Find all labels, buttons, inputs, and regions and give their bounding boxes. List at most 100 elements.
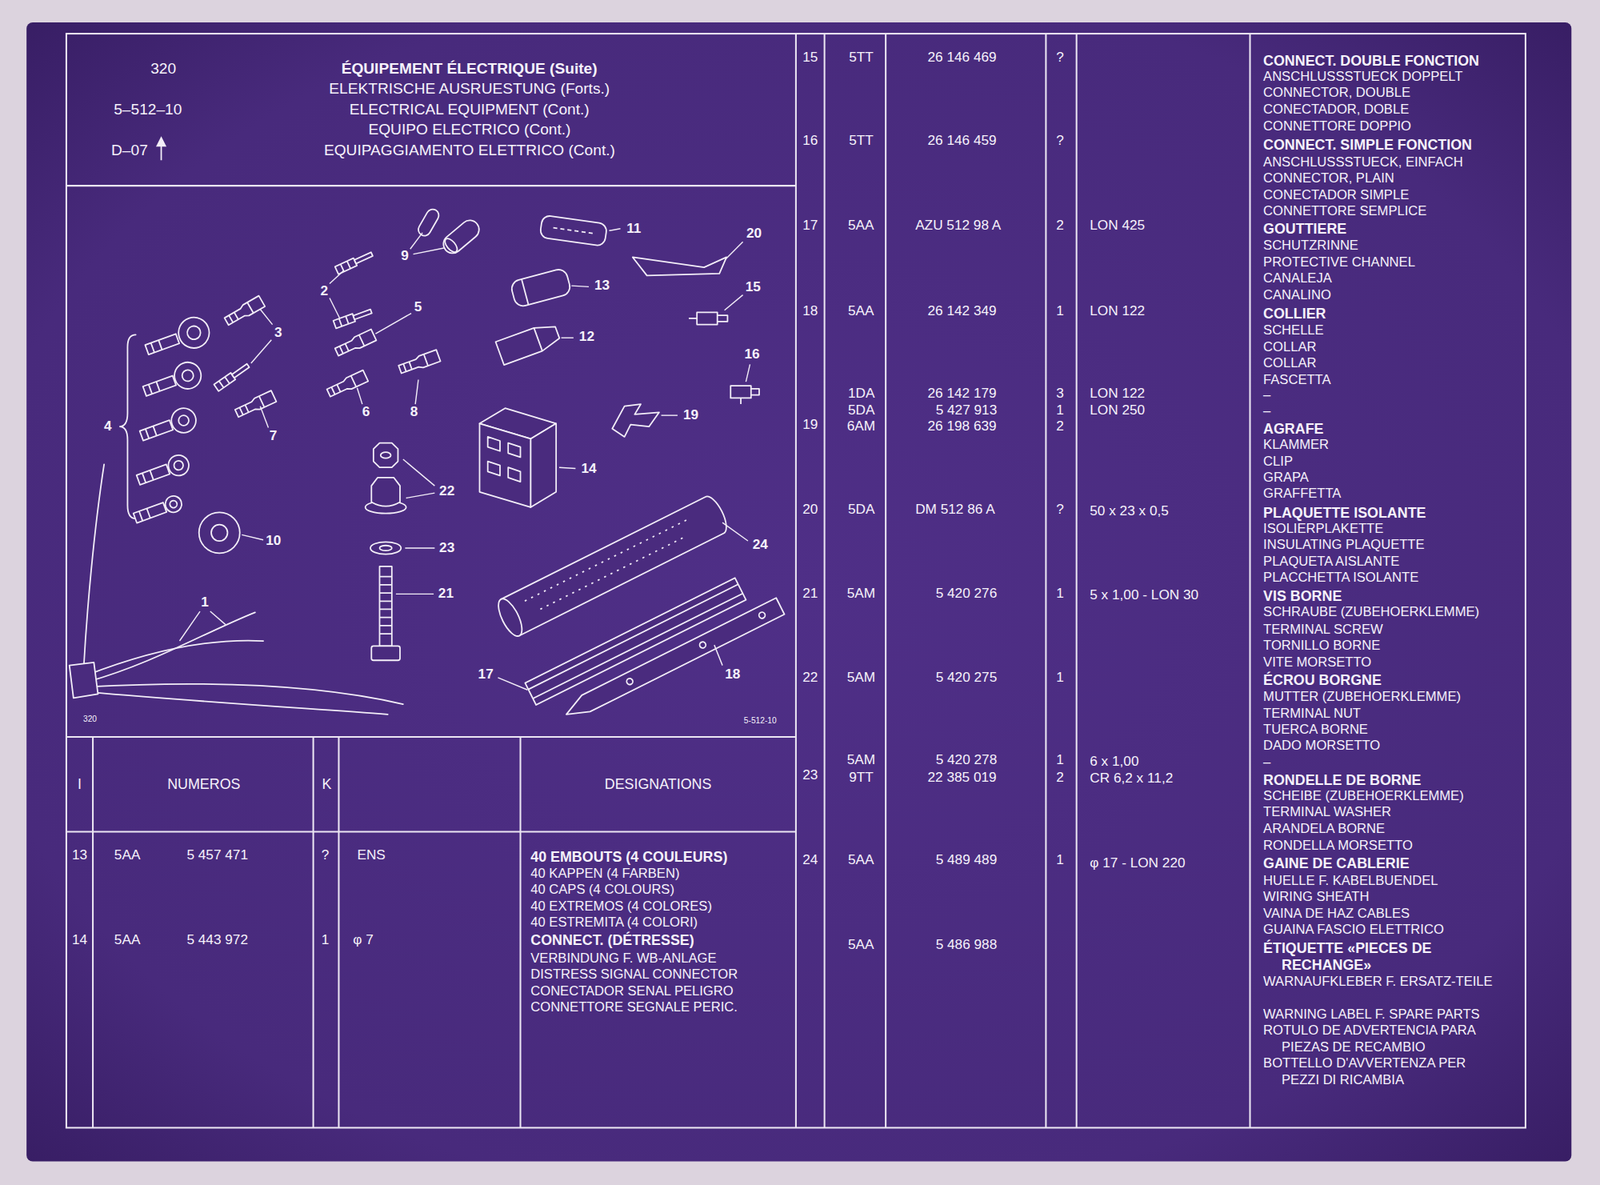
designation-heading: GAINE DE CABLERIE	[1263, 855, 1410, 872]
table-cell: 1	[1056, 669, 1064, 686]
part-drawing	[174, 312, 214, 352]
table-cell: 6AM	[847, 418, 876, 435]
designation-text: INSULATING PLAQUETTE	[1263, 536, 1424, 553]
designation-text: WARNING LABEL F. SPARE PARTS	[1263, 1006, 1480, 1023]
designation-text: CONNETTORE DOPPIO	[1263, 118, 1412, 135]
table-cell: 26 142 179	[927, 385, 996, 402]
part-drawing	[172, 459, 185, 472]
part-drawing	[688, 312, 728, 324]
page-title: ÉQUIPEMENT ÉLECTRIQUE (Suite)	[341, 59, 598, 78]
table-cell: 2	[1056, 418, 1064, 435]
table-cell: 5AA	[848, 852, 875, 868]
designation-text: MUTTER (ZUBEHOERKLEMME)	[1263, 688, 1461, 705]
part-drawing	[553, 228, 595, 234]
designation-text: GRAFFETTA	[1263, 485, 1341, 502]
part-drawing	[632, 256, 727, 276]
table-rule	[884, 33, 887, 1128]
leader-line	[260, 406, 268, 428]
callout-number: 3	[274, 324, 283, 341]
callout-number: 12	[579, 328, 595, 345]
designation-text: TERMINAL NUT	[1263, 704, 1361, 721]
table-cell: 18	[802, 303, 818, 320]
callout-number: 23	[439, 540, 455, 556]
part-drawing	[371, 477, 400, 507]
leader-line	[497, 677, 528, 690]
designation-heading: CONNECT. DOUBLE FONCTION	[1263, 52, 1480, 68]
table-cell: ?	[1056, 132, 1064, 149]
plate-reference: 5-512-10	[744, 716, 777, 727]
leader-line	[745, 364, 750, 382]
header-text: EQUIPAGGIAMENTO ELETTRICO (Cont.)	[324, 140, 616, 160]
table-cell: 22 385 019	[927, 769, 996, 786]
table-cell: 5 427 913	[936, 402, 998, 419]
part-drawing	[496, 320, 562, 365]
header-text: ELECTRICAL EQUIPMENT (Cont.)	[349, 100, 590, 119]
table-rule	[337, 736, 340, 1128]
table-cell: 5 420 275	[936, 669, 998, 686]
part-drawing	[370, 541, 401, 554]
leader-line	[608, 228, 620, 232]
leader-line	[179, 611, 200, 641]
direction-arrow	[156, 137, 165, 146]
table-rule	[1044, 33, 1047, 1128]
part-drawing	[509, 267, 572, 308]
part-drawing	[142, 470, 154, 483]
callout-number: 14	[580, 460, 596, 476]
part-drawing	[730, 385, 760, 404]
leader-line	[356, 388, 362, 404]
part-drawing	[500, 492, 731, 636]
leader-line	[329, 270, 344, 284]
wire-harness	[88, 612, 256, 682]
designation-text: CONECTADOR SENAL PELIGRO	[530, 982, 733, 999]
callout-number: 24	[752, 536, 768, 553]
leader-line	[722, 522, 748, 541]
callout-number: 20	[746, 225, 762, 242]
designation-text: CONECTADOR, DOBLE	[1263, 100, 1409, 117]
part-drawing	[163, 493, 184, 515]
designation-text: DADO MORSETTO	[1263, 737, 1380, 754]
part-drawing	[185, 324, 203, 341]
callout-number: 9	[400, 248, 409, 264]
part-drawing	[139, 508, 151, 520]
leader-line	[251, 340, 272, 364]
part-drawing	[561, 597, 784, 722]
part-drawing	[730, 385, 752, 398]
table-cell: 1	[1056, 402, 1064, 419]
part-drawing	[132, 493, 184, 526]
designation-heading: CONNECT. (DÉTRESSE)	[530, 932, 694, 948]
table-cell: 17	[802, 217, 818, 234]
leader-line	[415, 379, 419, 404]
designation-text: TERMINAL SCREW	[1263, 621, 1384, 638]
table-cell: 5AM	[847, 585, 876, 602]
callout-number: 5	[414, 299, 423, 316]
designation-text: WIRING SHEATH	[1263, 888, 1369, 905]
part-drawing	[141, 312, 214, 364]
header-text: EQUIPO ELECTRICO (Cont.)	[368, 120, 571, 140]
designation-text: TUERCA BORNE	[1263, 721, 1368, 738]
table-cell: CR 6,2 x 11,2	[1089, 770, 1173, 787]
designation-text: CONECTADOR SIMPLE	[1263, 186, 1409, 203]
callout-number: 19	[683, 407, 699, 424]
table-rule	[1076, 33, 1078, 1128]
callout-number: 16	[744, 345, 760, 362]
designation-heading: COLLIER	[1263, 304, 1326, 321]
designation-text: 40 EXTREMOS (4 COLORES)	[530, 897, 712, 914]
table-rule	[519, 736, 521, 1128]
table-cell: 21	[802, 585, 818, 602]
table-cell: 5AA	[114, 847, 141, 864]
leader-line	[260, 308, 272, 324]
table-cell: 5 443 972	[186, 932, 248, 948]
table-cell: 5TT	[848, 48, 874, 65]
designation-heading: GOUTTIERE	[1263, 220, 1347, 237]
table-cell: 2	[1056, 769, 1064, 786]
part-drawing	[176, 413, 190, 427]
table-cell: DM 512 86 A	[915, 500, 996, 517]
part-drawing	[211, 524, 228, 541]
part-drawing	[612, 404, 660, 437]
part-drawing	[234, 390, 277, 419]
table-cell: 5TT	[848, 132, 874, 149]
table-cell: 6 x 1,00	[1089, 752, 1139, 769]
part-drawing	[493, 492, 732, 640]
column-header: I	[77, 774, 82, 793]
part-drawing	[530, 423, 556, 508]
